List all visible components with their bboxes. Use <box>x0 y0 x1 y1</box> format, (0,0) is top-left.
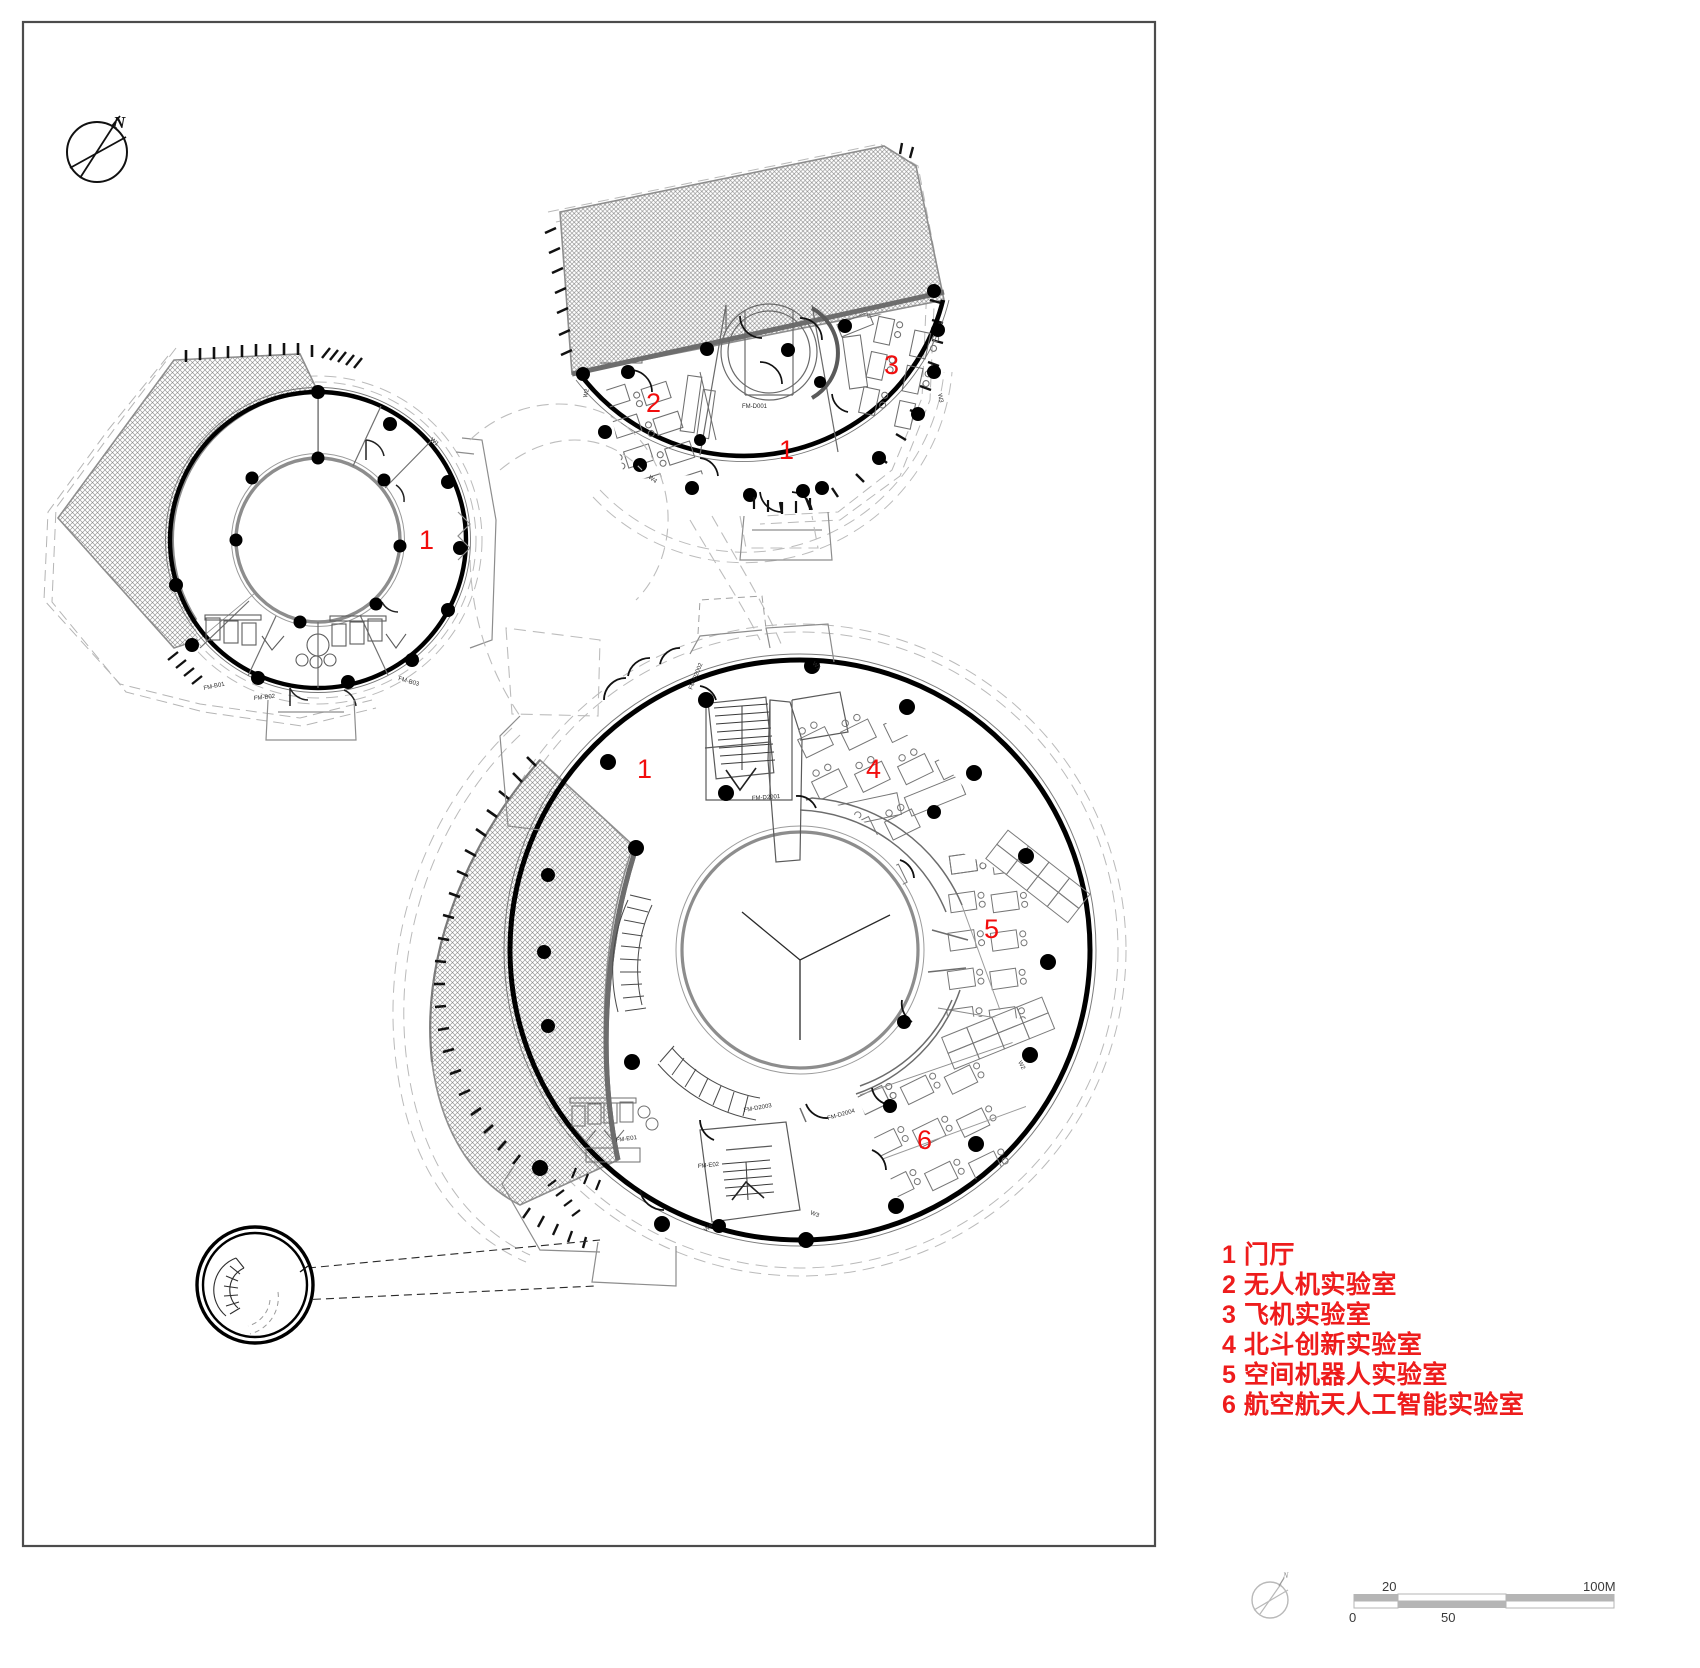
room-label-1-north: 1 <box>779 435 795 465</box>
building-west-ring: FM-B01 FM-B02 FM-B03 W1 <box>43 343 497 741</box>
svg-text:FM-B03: FM-B03 <box>397 676 420 688</box>
scale-tick-20: 20 <box>1382 1579 1397 1594</box>
north-arrow <box>66 115 128 183</box>
west-columns <box>169 385 467 689</box>
site-connector-paths <box>469 403 819 717</box>
legend-item-3: 3 飞机实验室 <box>1222 1301 1372 1329</box>
main-inner-walls <box>799 797 969 1123</box>
svg-text:W2: W2 <box>1016 1060 1026 1071</box>
svg-text:W4: W4 <box>703 1223 714 1234</box>
north-outer-wall <box>578 299 946 459</box>
svg-text:W3: W3 <box>809 1210 820 1219</box>
svg-text:FM-D2001: FM-D2001 <box>752 794 781 802</box>
room-label-6: 6 <box>917 1125 933 1155</box>
legend-item-5: 5 空间机器人实验室 <box>1222 1361 1448 1389</box>
roof-hatch-main <box>429 758 638 1206</box>
svg-text:FM-E02: FM-E02 <box>698 1162 721 1170</box>
lab4-furniture <box>790 700 972 895</box>
legend-item-1: 1 门厅 <box>1222 1241 1295 1269</box>
building-north-fan: FM-D001 W2 W3 W4 <box>544 142 953 564</box>
legend: 1 门厅 2 无人机实验室 3 飞机实验室 4 北斗创新实验室 5 空间机器人实… <box>1222 1240 1524 1420</box>
svg-text:W4: W4 <box>647 475 658 486</box>
svg-text:FM-D001: FM-D001 <box>742 404 768 410</box>
svg-text:W3: W3 <box>936 393 944 404</box>
svg-text:FM-D2004: FM-D2004 <box>827 1108 857 1122</box>
room-label-5: 5 <box>984 914 1000 944</box>
west-courtyard <box>234 456 402 624</box>
scale-tick-50: 50 <box>1441 1610 1456 1625</box>
svg-text:FM-E01: FM-E01 <box>615 1135 638 1144</box>
north-columns <box>576 284 945 502</box>
sheet-border <box>21 20 1157 1548</box>
svg-text:W1: W1 <box>429 437 440 448</box>
lab5-furniture <box>937 845 1075 1020</box>
svg-text:W1: W1 <box>811 661 822 672</box>
legend-item-6: 6 航空航天人工智能实验室 <box>1222 1391 1525 1419</box>
building-main-ring: FM-D2002 FM-D2001 W1 W2 W3 W4 FM-D2003 F… <box>299 595 1127 1301</box>
legend-item-4: 4 北斗创新实验室 <box>1222 1331 1423 1359</box>
legend-item-2: 2 无人机实验室 <box>1222 1271 1397 1299</box>
room-label-2: 2 <box>646 388 662 418</box>
scale-bar: 0 20 50 100M <box>1245 1560 1625 1640</box>
stair-core-south <box>699 1121 801 1223</box>
scale-bar-graphic: N <box>1251 1571 1615 1619</box>
svg-text:W2: W2 <box>583 388 591 399</box>
svg-text:FM-D2003: FM-D2003 <box>743 1103 773 1114</box>
west-doors <box>289 439 405 707</box>
svg-text:FM-B02: FM-B02 <box>254 694 277 702</box>
scale-tick-0: 0 <box>1349 1610 1357 1625</box>
room-label-1-west: 1 <box>419 525 435 555</box>
room-label-1-main: 1 <box>637 754 653 784</box>
svg-text:N: N <box>1282 1571 1289 1580</box>
lab6-furniture <box>855 1039 1031 1215</box>
room-label-4: 4 <box>866 754 882 784</box>
detail-leader-lines <box>299 1239 601 1301</box>
detail-bubble-spiral-stair <box>195 1225 315 1345</box>
main-columns <box>532 658 1056 1248</box>
roof-hatch-north <box>559 145 945 375</box>
north-arrow-label: N <box>113 113 126 132</box>
svg-text:FM-B01: FM-B01 <box>203 682 226 692</box>
lab3-furniture <box>836 310 940 430</box>
scale-tick-100: 100M <box>1583 1579 1616 1594</box>
west-furniture <box>204 614 407 669</box>
room-label-3: 3 <box>884 350 900 380</box>
main-curved-stairs <box>612 894 653 1013</box>
